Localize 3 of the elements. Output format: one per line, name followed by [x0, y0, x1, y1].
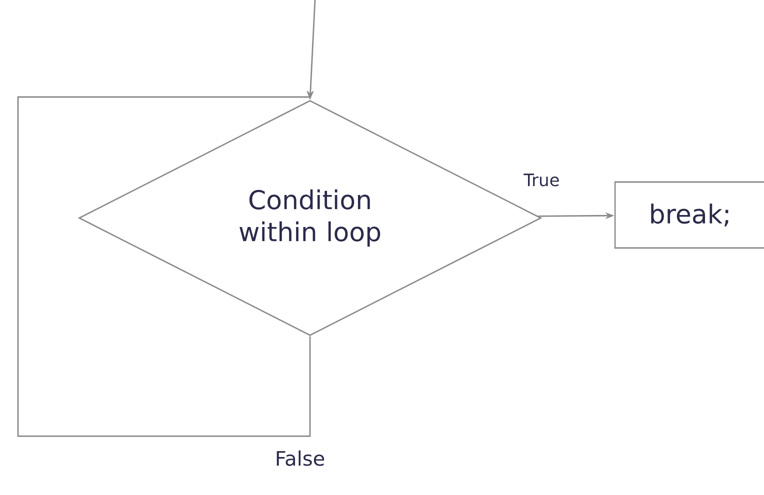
edge-label: False [274, 449, 326, 467]
process-box: break; [614, 181, 764, 249]
arrow [17, 90, 314, 437]
